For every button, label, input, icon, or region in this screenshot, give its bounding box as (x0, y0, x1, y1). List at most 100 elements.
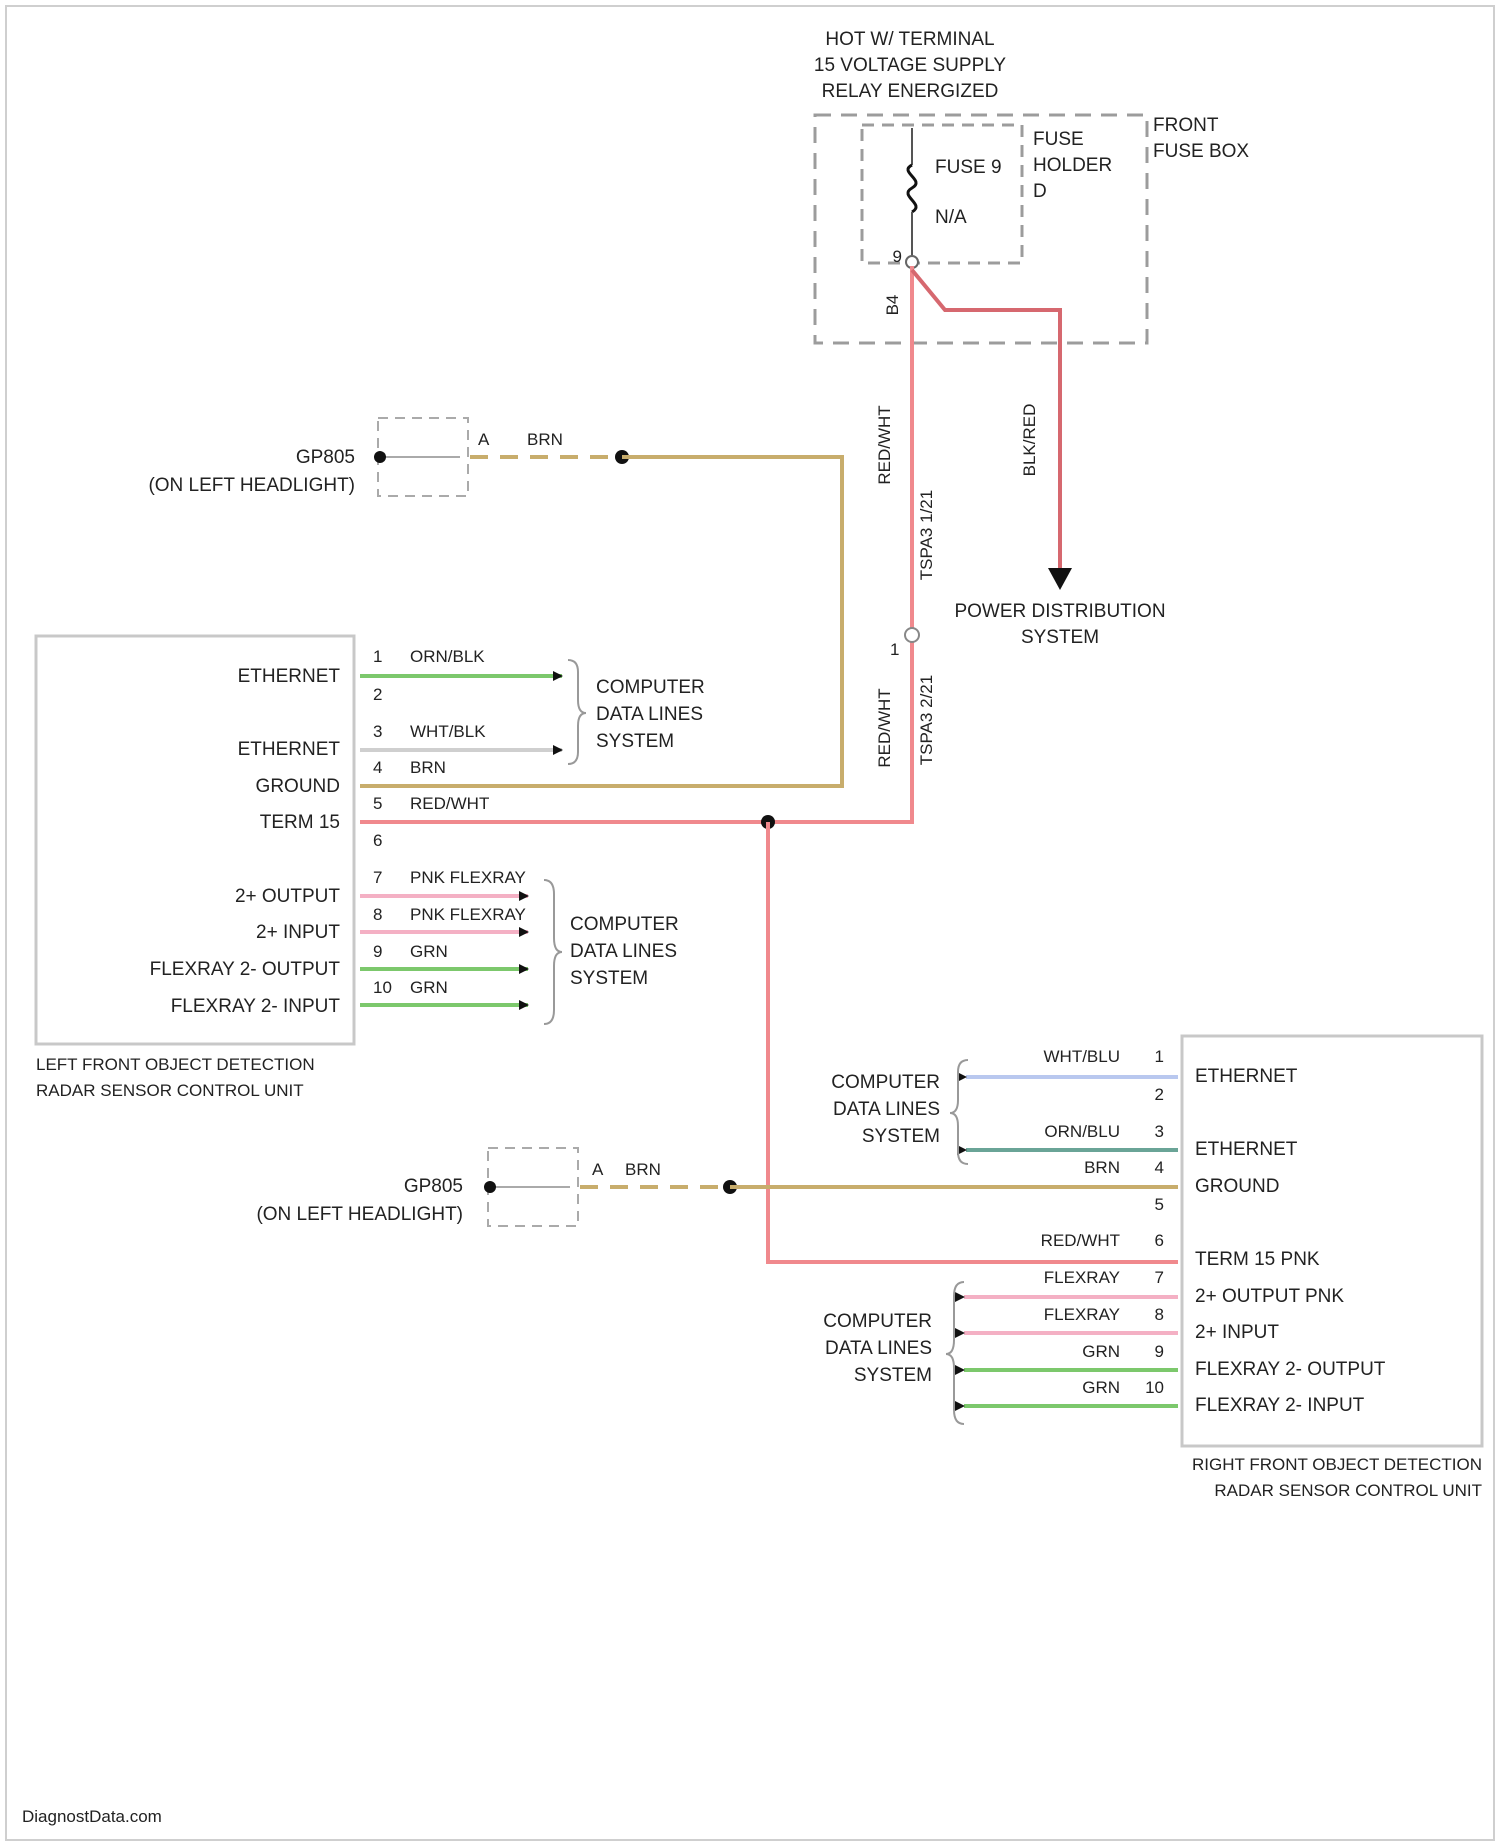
right-pin-label-ethernet-2: ETHERNET (1195, 1139, 1298, 1160)
left-data-group-1-line-3: SYSTEM (596, 731, 674, 752)
left-pin-label-flexray-2minus-input: FLEXRAY 2- INPUT (171, 996, 341, 1017)
fuse-rating: N/A (935, 207, 967, 228)
left-wire-label-10: GRN (410, 978, 448, 997)
right-pin-num-1: 1 (1155, 1047, 1164, 1066)
left-data-group-2-line-1: COMPUTER (570, 914, 679, 935)
ground-top-name: GP805 (296, 447, 355, 468)
right-pin-label-flexray-2minus-output: FLEXRAY 2- OUTPUT (1195, 1359, 1386, 1380)
power-feed: BLK/RED POWER DISTRIBUTION SYSTEM RED/WH… (360, 266, 1178, 1262)
left-unit-box (36, 636, 354, 1044)
left-pin-label-2plus-input: 2+ INPUT (256, 922, 340, 943)
left-radar-unit: LEFT FRONT OBJECT DETECTION RADAR SENSOR… (36, 636, 705, 1100)
left-wire-label-3: WHT/BLK (410, 722, 486, 741)
supply-line-2: 15 VOLTAGE SUPPLY (814, 55, 1007, 76)
ground-top-pin: A (478, 430, 490, 449)
right-data-group-1-line-2: DATA LINES (833, 1099, 940, 1120)
left-wire-label-1: ORN/BLK (410, 647, 485, 666)
fuse-pin-b4: B4 (883, 295, 902, 316)
left-pin-label-ethernet-1: ETHERNET (238, 666, 341, 687)
splice-pin-1: 1 (890, 640, 899, 659)
left-pin-num-4: 4 (373, 758, 382, 777)
right-pin-num-2: 2 (1155, 1085, 1164, 1104)
fuse-holder-label-3: D (1033, 181, 1047, 202)
right-wire-label-4: BRN (1084, 1158, 1120, 1177)
left-pin-num-6: 6 (373, 831, 382, 850)
splice-label-upper: TSPA3 1/21 (917, 490, 936, 580)
power-distribution-arrow (1048, 568, 1072, 590)
right-pin-label-2plus-output: 2+ OUTPUT PNK (1195, 1286, 1344, 1307)
left-wire-label-8: PNK FLEXRAY (410, 905, 526, 924)
wire-term15-right (768, 822, 1178, 1262)
right-wire-label-3: ORN/BLU (1044, 1122, 1120, 1141)
left-wire-label-5: RED/WHT (410, 794, 489, 813)
supply-line-1: HOT W/ TERMINAL (825, 29, 994, 50)
left-pin-num-9: 9 (373, 942, 382, 961)
left-data-group-1-line-1: COMPUTER (596, 677, 705, 698)
fuse-label: FUSE 9 (935, 157, 1002, 178)
right-wire-label-10: GRN (1082, 1378, 1120, 1397)
left-pin-label-term15: TERM 15 (260, 812, 340, 833)
supply-line-3: RELAY ENERGIZED (822, 81, 999, 102)
right-wire-label-9: GRN (1082, 1342, 1120, 1361)
left-data-group-2-line-2: DATA LINES (570, 941, 677, 962)
right-data-group-1-line-1: COMPUTER (831, 1072, 940, 1093)
fuse-holder-label-2: HOLDER (1033, 155, 1112, 176)
right-pin-num-9: 9 (1155, 1342, 1164, 1361)
left-unit-title-2: RADAR SENSOR CONTROL UNIT (36, 1081, 304, 1100)
ground-bottom-name: GP805 (404, 1176, 463, 1197)
ground-bottom-wire-label: BRN (625, 1160, 661, 1179)
ground-top-location: (ON LEFT HEADLIGHT) (148, 475, 355, 496)
left-pin-num-1: 1 (373, 647, 382, 666)
left-pin-num-2: 2 (373, 685, 382, 704)
ground-bottom-location: (ON LEFT HEADLIGHT) (256, 1204, 463, 1225)
left-pin-label-ground: GROUND (256, 776, 340, 797)
right-data-group-2-line-1: COMPUTER (823, 1311, 932, 1332)
right-wire-label-1: WHT/BLU (1044, 1047, 1121, 1066)
power-dist-line-1: POWER DISTRIBUTION (954, 601, 1165, 622)
front-fuse-box: HOT W/ TERMINAL 15 VOLTAGE SUPPLY RELAY … (814, 29, 1250, 343)
right-wire-label-6: RED/WHT (1041, 1231, 1120, 1250)
right-brace-2 (946, 1282, 964, 1424)
left-pin-num-10: 10 (373, 978, 392, 997)
ground-top-eyelet (374, 451, 386, 463)
power-dist-line-2: SYSTEM (1021, 627, 1099, 648)
wire-label-blk-red: BLK/RED (1020, 404, 1039, 477)
left-pin-label-flexray-2minus-output: FLEXRAY 2- OUTPUT (150, 959, 341, 980)
fuse-holder-outline (862, 125, 1022, 263)
right-pin-num-10: 10 (1145, 1378, 1164, 1397)
fuse-icon (908, 165, 916, 212)
wire-term15-left (360, 818, 912, 822)
left-wire-label-9: GRN (410, 942, 448, 961)
left-wire-label-7: PNK FLEXRAY (410, 868, 526, 887)
ground-bottom-pin: A (592, 1160, 604, 1179)
right-pin-num-5: 5 (1155, 1195, 1164, 1214)
right-pin-num-7: 7 (1155, 1268, 1164, 1287)
right-pin-label-flexray-2minus-input: FLEXRAY 2- INPUT (1195, 1395, 1365, 1416)
left-unit-title-1: LEFT FRONT OBJECT DETECTION (36, 1055, 315, 1074)
ground-top-wire-label: BRN (527, 430, 563, 449)
fuse-holder-label-1: FUSE (1033, 129, 1084, 150)
right-unit-title-2: RADAR SENSOR CONTROL UNIT (1214, 1481, 1482, 1500)
wire-label-red-wht-upper: RED/WHT (875, 405, 894, 484)
right-pin-label-term15: TERM 15 PNK (1195, 1249, 1320, 1270)
right-pin-num-3: 3 (1155, 1122, 1164, 1141)
left-pin-num-5: 5 (373, 794, 382, 813)
left-pin-num-8: 8 (373, 905, 382, 924)
left-data-group-2-line-3: SYSTEM (570, 968, 648, 989)
left-brace-1 (568, 660, 586, 764)
left-pin-num-7: 7 (373, 868, 382, 887)
wire-label-red-wht-lower: RED/WHT (875, 688, 894, 767)
right-pin-label-ethernet-1: ETHERNET (1195, 1066, 1298, 1087)
right-brace-1 (950, 1060, 968, 1164)
right-pin-label-2plus-input: 2+ INPUT (1195, 1322, 1279, 1343)
right-wire-label-7: FLEXRAY (1044, 1268, 1120, 1287)
right-unit-box (1182, 1036, 1482, 1446)
right-data-group-2-line-2: DATA LINES (825, 1338, 932, 1359)
right-data-group-2-line-3: SYSTEM (854, 1365, 932, 1386)
splice-label-lower: TSPA3 2/21 (917, 675, 936, 765)
ground-bottom: GP805 (ON LEFT HEADLIGHT) A BRN (256, 1148, 1178, 1226)
left-pin-label-ethernet-2: ETHERNET (238, 739, 341, 760)
left-pin-num-3: 3 (373, 722, 382, 741)
left-brace-2 (544, 880, 562, 1024)
